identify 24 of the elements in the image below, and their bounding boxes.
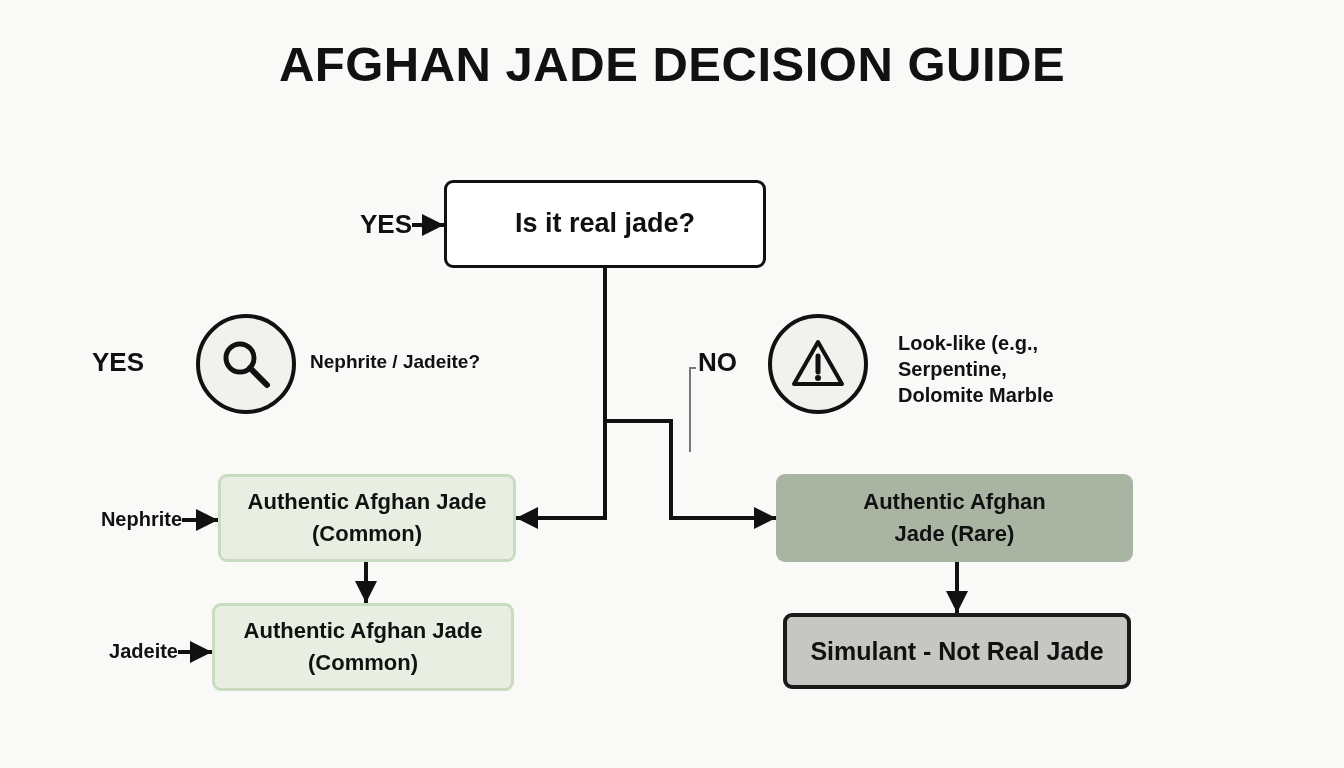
arrow [603, 268, 776, 529]
result-box [776, 474, 1133, 562]
question-text: Nephrite / Jadeite? [310, 350, 481, 374]
answer-label: Jadeite [70, 636, 178, 666]
box-text: Authentic Afghan Jade (Common) [242, 617, 484, 677]
box-text: Is it real jade? [514, 207, 696, 241]
arrow [412, 214, 444, 236]
arrow [946, 562, 968, 613]
result-box [218, 474, 516, 562]
arrow [178, 641, 212, 663]
decision-box [444, 180, 766, 268]
box-text: Authentic Afghan Jade (Rare) [862, 488, 1047, 548]
arrow [182, 509, 218, 531]
answer-label: Nephrite [70, 504, 182, 534]
answer-label: YES [340, 206, 412, 242]
title: AFGHAN JADE DECISION GUIDE [277, 36, 1067, 92]
note-text: Look-like (e.g., Serpentine, Dolomite Marble [898, 331, 1055, 408]
box-text: Authentic Afghan Jade (Common) [246, 488, 488, 548]
result-box [783, 613, 1131, 689]
answer-label: NO [698, 346, 738, 379]
arrow [355, 562, 377, 603]
answer-label: YES [92, 346, 146, 379]
box-text: Simulant - Not Real Jade [810, 635, 1104, 667]
result-box [212, 603, 514, 691]
